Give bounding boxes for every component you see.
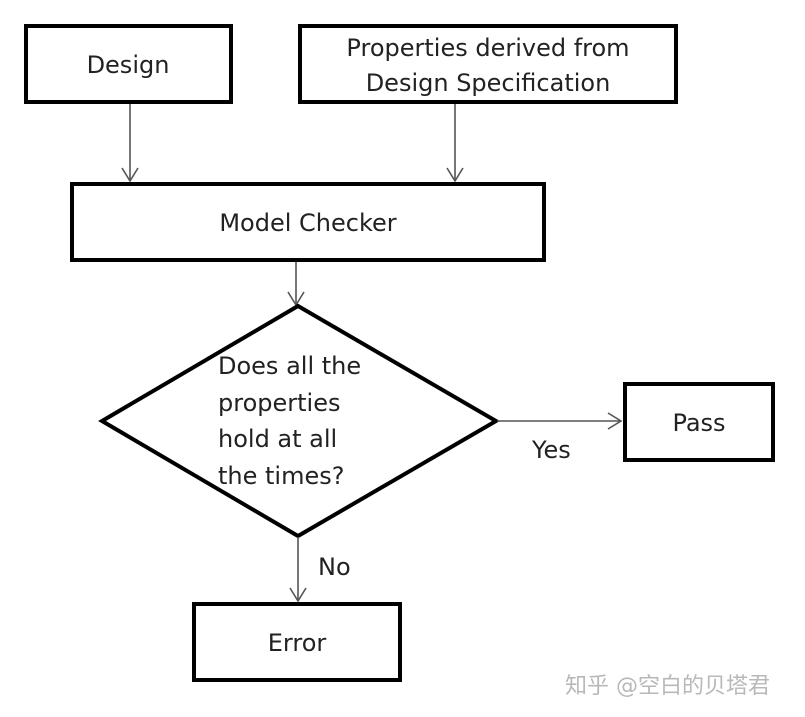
yes-label: Yes (531, 436, 571, 464)
decision-label-line3: hold at all (218, 425, 337, 453)
decision-label-line1: Does all the (218, 352, 361, 380)
watermark-text: 知乎 @空白的贝塔君 (565, 674, 770, 699)
properties-box: Properties derived from Design Specifica… (298, 24, 678, 104)
error-label: Error (268, 629, 327, 657)
no-label: No (318, 553, 351, 581)
decision-label-line2: properties (218, 389, 340, 417)
design-label: Design (87, 51, 170, 79)
error-box: Error (192, 602, 402, 682)
arrow-decision-to-pass (497, 412, 623, 430)
pass-box: Pass (623, 382, 775, 462)
decision-diamond: Does all the properties hold at all the … (98, 303, 500, 539)
model-checker-label: Model Checker (219, 209, 396, 237)
model-checker-box: Model Checker (70, 182, 546, 262)
arrow-decision-to-error (289, 537, 307, 603)
decision-label-line4: the times? (218, 462, 344, 490)
arrow-properties-to-model-checker (446, 104, 464, 183)
properties-label-line1: Properties derived from (346, 34, 629, 62)
arrow-design-to-model-checker (121, 104, 139, 183)
properties-label-line2: Design Specification (366, 69, 611, 97)
design-box: Design (24, 24, 233, 104)
arrow-model-checker-to-decision (287, 262, 305, 307)
pass-label: Pass (672, 409, 725, 437)
